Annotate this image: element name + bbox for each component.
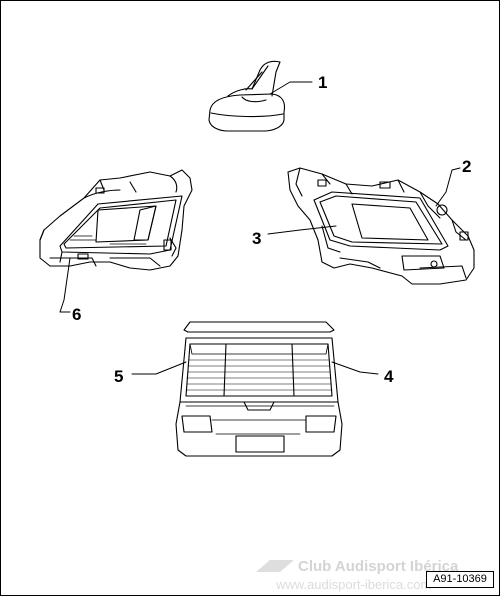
callout-5: 5 (114, 367, 123, 386)
right-side-window-icon (287, 167, 475, 285)
watermark-url: www.audisport-iberica.com (275, 577, 431, 592)
rear-window-icon (175, 321, 343, 457)
callout-4: 4 (384, 367, 394, 386)
watermark-brand: Club Audisport Ibérica (298, 558, 459, 575)
callout-2: 2 (462, 157, 471, 176)
callout-1: 1 (318, 73, 327, 92)
watermark-logo-icon (256, 560, 294, 572)
left-side-window-icon (39, 169, 193, 271)
callout-3: 3 (252, 229, 261, 248)
leader-lines (59, 81, 461, 375)
roof-antenna-icon (208, 60, 286, 132)
watermark: Club Audisport Ibérica www.audisport-ibe… (256, 558, 459, 592)
callout-6: 6 (72, 305, 81, 324)
figure-reference-id: A91-10369 (426, 571, 494, 588)
